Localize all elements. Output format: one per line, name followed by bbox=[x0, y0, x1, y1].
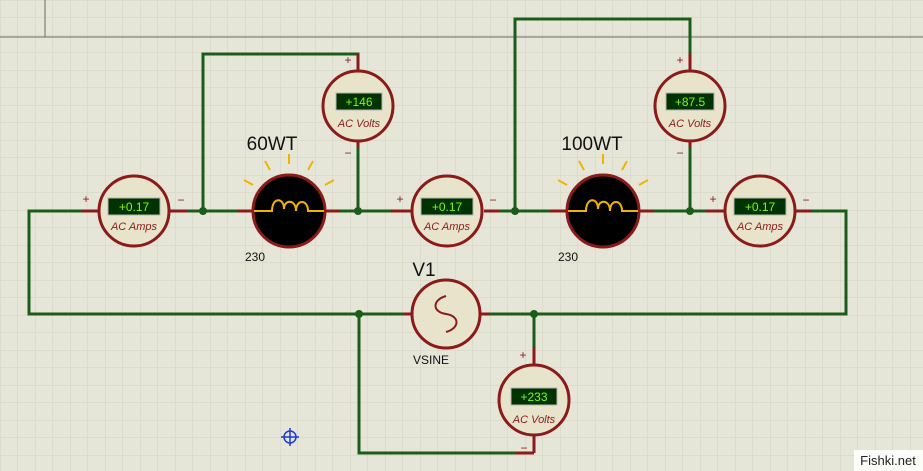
lamp-voltage: 230 bbox=[245, 250, 265, 264]
meter-reading: +0.17 bbox=[745, 200, 776, 214]
meter-reading: +0.17 bbox=[119, 200, 150, 214]
crosshair-icon bbox=[281, 428, 299, 446]
pin-minus-label: − bbox=[676, 146, 683, 160]
lcd-display bbox=[420, 197, 474, 216]
pin-minus-label: − bbox=[520, 441, 527, 455]
pin-plus-label: + bbox=[344, 53, 351, 67]
lamp-voltage: 230 bbox=[558, 250, 578, 264]
wire-left-loop bbox=[27, 209, 413, 316]
pin-plus-label: + bbox=[676, 53, 683, 67]
meter-caption: AC Amps bbox=[110, 221, 158, 233]
filament-coil-icon bbox=[568, 199, 638, 212]
lamp-name: 60WT bbox=[247, 134, 298, 155]
junction-dot bbox=[355, 310, 363, 318]
pin-plus-label: + bbox=[709, 192, 716, 206]
wire-v3-minus bbox=[357, 312, 518, 455]
junction-dot bbox=[686, 207, 694, 215]
filament-coil-icon bbox=[254, 199, 324, 212]
lcd-display bbox=[107, 197, 161, 216]
source-type: VSINE bbox=[413, 353, 449, 367]
watermark: Fishki.net bbox=[854, 450, 923, 471]
light-rays-icon bbox=[557, 154, 649, 186]
meter-caption: AC Volts bbox=[337, 118, 381, 130]
junction-dot bbox=[354, 207, 362, 215]
meter-reading: +146 bbox=[345, 95, 372, 109]
sine-wave-icon bbox=[434, 295, 458, 333]
voltmeter-lamp1[interactable]: +146 AC Volts + − bbox=[321, 53, 395, 160]
lamp-bulb bbox=[565, 173, 641, 249]
lcd-display bbox=[733, 197, 787, 216]
light-rays-icon bbox=[243, 154, 335, 186]
lcd-display bbox=[335, 92, 383, 111]
ammeter-right[interactable]: +0.17 AC Amps + − bbox=[706, 174, 812, 248]
meter-reading: +233 bbox=[520, 390, 547, 404]
voltmeter-lamp2[interactable]: +87.5 AC Volts + − bbox=[653, 53, 727, 160]
meter-caption: AC Amps bbox=[736, 221, 784, 233]
meter-caption: AC Volts bbox=[512, 414, 556, 426]
pin-plus-label: + bbox=[519, 348, 526, 362]
lamp-60wt[interactable]: 60WT 230 bbox=[237, 134, 340, 264]
meter-reading: +0.17 bbox=[432, 200, 463, 214]
ammeter-left[interactable]: +0.17 AC Amps + − bbox=[81, 174, 187, 248]
pin-plus-label: + bbox=[396, 192, 403, 206]
junctions bbox=[199, 207, 694, 318]
junction-dot bbox=[199, 207, 207, 215]
lamp-bulb bbox=[251, 173, 327, 249]
lamp-100wt[interactable]: 100WT 230 bbox=[550, 134, 654, 264]
pin-minus-label: − bbox=[344, 146, 351, 160]
junction-dot bbox=[511, 207, 519, 215]
junction-dot bbox=[530, 310, 538, 318]
wire-v2-plus bbox=[513, 17, 692, 213]
lamp-name: 100WT bbox=[561, 134, 623, 155]
pin-plus-label: + bbox=[82, 192, 89, 206]
pin-minus-label: − bbox=[802, 193, 809, 207]
pin-minus-label: − bbox=[177, 193, 184, 207]
source-name: V1 bbox=[412, 260, 435, 281]
wire-right-loop bbox=[479, 209, 848, 316]
meter-caption: AC Amps bbox=[423, 221, 471, 233]
pin-minus-label: − bbox=[489, 193, 496, 207]
lcd-display bbox=[510, 387, 558, 406]
watermark-text: Fishki.net bbox=[860, 453, 916, 468]
ammeter-mid[interactable]: +0.17 AC Amps + − bbox=[391, 174, 499, 248]
lcd-display bbox=[665, 92, 715, 111]
voltmeter-source[interactable]: +233 AC Volts + − bbox=[497, 347, 571, 455]
wires bbox=[27, 17, 848, 455]
meter-reading: +87.5 bbox=[675, 95, 706, 109]
meter-caption: AC Volts bbox=[668, 118, 712, 130]
source-v1[interactable]: V1 VSINE bbox=[404, 260, 490, 367]
